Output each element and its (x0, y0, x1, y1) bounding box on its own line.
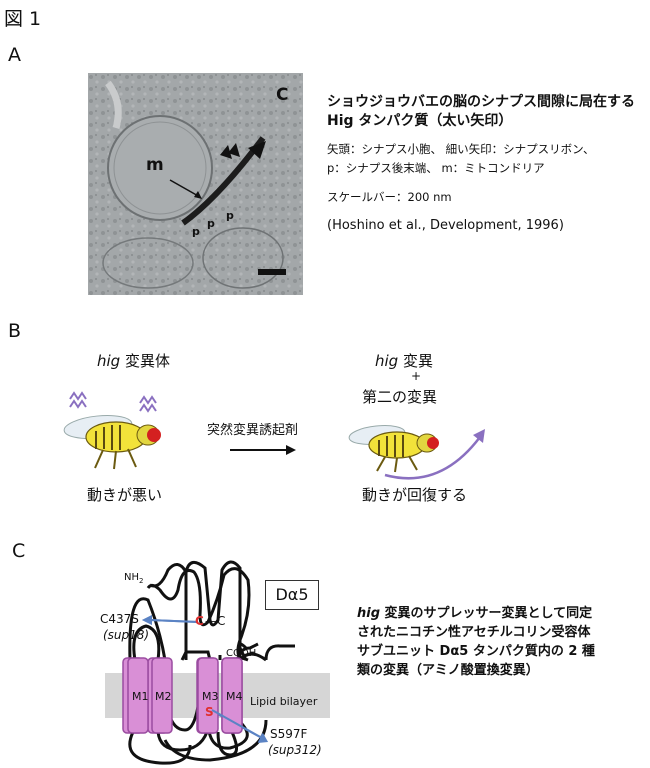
figure-title: 図 1 (4, 8, 42, 30)
scale-bar-note: スケールバー：200 nm (327, 190, 452, 204)
panel-b-label: B (8, 320, 22, 342)
n-terminus-label: NH2 (124, 572, 144, 585)
fly-recovered-illustration (348, 425, 485, 480)
mutation-s597f: S597F (270, 727, 308, 741)
plus-sign: + (411, 369, 422, 383)
panel-a-label: A (8, 44, 21, 66)
cysteine-label: C (195, 614, 204, 628)
mutation-c437s: C437S (100, 612, 139, 626)
fly-mutant-illustration (63, 391, 161, 470)
panel-c-desc-line3: サブユニット Dα5 タンパク質内の 2 種 (357, 644, 595, 659)
protein-name-box: Dα5 (265, 580, 319, 610)
electron-micrograph: C m p p p (88, 73, 303, 295)
mutant-title: hig 変異体 (97, 352, 170, 370)
segment-label-m3: M3 (202, 690, 219, 703)
c-terminus-label: COOH (226, 648, 257, 659)
segment-label-m2: M2 (155, 690, 172, 703)
panel-c-desc-line1: hig 変異のサプレッサー変異として同定 (357, 606, 593, 621)
photo-panel-letter: C (276, 85, 289, 105)
suppressed-title-line1: hig 変異 (375, 352, 433, 370)
allele-sup18: (sup18) (103, 628, 150, 642)
panel-a-caption-line1: 矢頭：シナプス小胞、 細い矢印：シナプスリボン、 (327, 142, 595, 156)
panel-c-label: C (12, 540, 26, 562)
postsynaptic-label-3: p (226, 209, 234, 222)
panel-a-title-line2: Hig タンパク質（太い矢印） (327, 113, 513, 129)
citation: (Hoshino et al., Development, 1996) (327, 218, 564, 233)
panel-a-caption-line2: p：シナプス後末端、 m：ミトコンドリア (327, 161, 545, 175)
panel-c-desc-line2: されたニコチン性アセチルコリン受容体 (357, 625, 591, 640)
serine-label: S (205, 705, 214, 719)
allele-sup312: (sup312) (268, 743, 322, 757)
mutant-caption: 動きが悪い (87, 486, 163, 504)
panel-a-title-line1: ショウジョウバエの脳のシナプス間隙に局在する (327, 94, 635, 110)
disulfide-label: —C (205, 614, 226, 628)
recovered-caption: 動きが回復する (362, 486, 468, 504)
mutagen-label: 突然変異誘起剤 (207, 423, 299, 438)
suppressed-title-line2: 第二の変異 (362, 388, 438, 406)
postsynaptic-label-1: p (192, 225, 200, 238)
segment-label-m1: M1 (132, 690, 149, 703)
mutagen-arrow (230, 445, 296, 455)
panel-c-desc-line4: 類の変異（アミノ酸置換変異） (357, 663, 539, 678)
segment-label-m4: M4 (226, 690, 243, 703)
lipid-bilayer-label: Lipid bilayer (250, 695, 318, 708)
mitochondrion-label: m (146, 155, 164, 175)
postsynaptic-label-2: p (207, 217, 215, 230)
receptor-loops (127, 567, 268, 765)
